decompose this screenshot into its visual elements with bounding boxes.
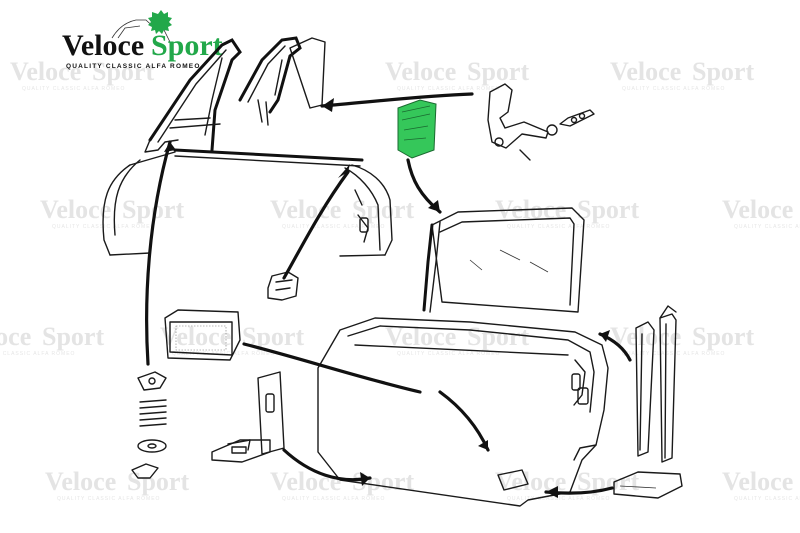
watermark: Veloce Sport QUALITY CLASSIC ALFA ROMEO (610, 322, 754, 357)
watermark: Veloce Sport QUALITY CLASSIC ALFA ROMEO (385, 322, 529, 357)
svg-text:QUALITY CLASSIC ALFA ROMEO: QUALITY CLASSIC ALFA ROMEO (734, 496, 800, 502)
arrow-striker-to-door (282, 448, 372, 482)
arrow-spring-to-vent (145, 140, 172, 366)
svg-text:Veloce: Veloce (10, 57, 81, 86)
arrow-armrest-to-door (242, 342, 422, 394)
door-check-strap (267, 271, 299, 301)
vent-window-frame (144, 36, 326, 153)
svg-text:Sport: Sport (42, 322, 104, 351)
svg-text:QUALITY CLASSIC ALFA ROMEO: QUALITY CLASSIC ALFA ROMEO (282, 224, 385, 230)
svg-text:QUALITY CLASSIC ALFA ROMEO: QUALITY CLASSIC ALFA ROMEO (22, 86, 125, 92)
svg-text:QUALITY CLASSIC ALFA ROMEO: QUALITY CLASSIC ALFA ROMEO (734, 224, 800, 230)
weatherstrip (635, 305, 677, 463)
svg-text:Sport: Sport (92, 57, 154, 86)
gear-emblem-icon (148, 10, 172, 34)
scuff-plate (613, 471, 683, 499)
striker-bracket (211, 371, 285, 463)
svg-text:QUALITY CLASSIC ALFA ROMEO: QUALITY CLASSIC ALFA ROMEO (622, 351, 725, 357)
svg-text:QUALITY CLASSIC ALFA ROMEO: QUALITY CLASSIC ALFA ROMEO (397, 351, 500, 357)
watermarks: Veloce Sport QUALITY CLASSIC ALFA ROMEO … (0, 57, 800, 502)
svg-text:Veloce: Veloce (0, 322, 31, 351)
hinge-spring-stack (131, 371, 167, 479)
watermark: Veloce Sport QUALITY CLASSIC ALFA ROMEO (610, 57, 754, 92)
svg-text:Veloce: Veloce (610, 57, 681, 86)
svg-text:QUALITY CLASSIC ALFA ROMEO: QUALITY CLASSIC ALFA ROMEO (507, 496, 610, 502)
watermark: Veloce Sport QUALITY CLASSIC ALFA ROMEO (495, 467, 639, 502)
watermark: Veloce Sport QUALITY CLASSIC ALFA ROMEO (385, 57, 529, 92)
window-run-channel (422, 221, 441, 313)
lower-door-shell (317, 317, 609, 507)
svg-text:QUALITY CLASSIC ALFA ROMEO: QUALITY CLASSIC ALFA ROMEO (397, 86, 500, 92)
arrow-strap-to-shell (282, 170, 350, 280)
arrow-heads (164, 98, 610, 498)
svg-text:Sport: Sport (467, 57, 529, 86)
svg-text:Veloce: Veloce (40, 195, 111, 224)
watermark: Veloce Sport QUALITY CLASSIC ALFA ROMEO (722, 467, 800, 502)
svg-text:Sport: Sport (127, 467, 189, 496)
watermark: Veloce Sport QUALITY CLASSIC ALFA ROMEO (45, 467, 189, 502)
logo-word-left: Veloce (62, 29, 144, 62)
watermark: Veloce Sport QUALITY CLASSIC ALFA ROMEO (495, 195, 639, 230)
watermark: Veloce Sport QUALITY CLASSIC ALFA ROMEO (10, 57, 154, 92)
brand-logo: Veloce Sport QUALITY CLASSIC ALFA ROMEO (62, 10, 223, 70)
svg-text:Veloce: Veloce (385, 57, 456, 86)
watermark: Veloce Sport QUALITY CLASSIC ALFA ROMEO (270, 467, 414, 502)
watermark: Veloce Sport QUALITY CLASSIC ALFA ROMEO (40, 195, 184, 230)
svg-text:Sport: Sport (692, 322, 754, 351)
svg-text:Veloce: Veloce (722, 195, 793, 224)
watermark: Veloce Sport QUALITY CLASSIC ALFA ROMEO (270, 195, 414, 230)
svg-text:QUALITY CLASSIC ALFA ROMEO: QUALITY CLASSIC ALFA ROMEO (282, 496, 385, 502)
svg-text:QUALITY CLASSIC ALFA ROMEO: QUALITY CLASSIC ALFA ROMEO (0, 351, 75, 357)
logo-tagline: QUALITY CLASSIC ALFA ROMEO (66, 63, 201, 70)
svg-text:Veloce: Veloce (270, 467, 341, 496)
watermark: Veloce Sport QUALITY CLASSIC ALFA ROMEO (722, 195, 800, 230)
svg-text:Sport: Sport (352, 195, 414, 224)
arrow-armrest-to-lower-door (438, 390, 490, 452)
arrow-latch-to-vent (320, 92, 474, 108)
arm-rest-block (164, 309, 241, 361)
svg-text:Veloce: Veloce (610, 322, 681, 351)
svg-text:QUALITY CLASSIC ALFA ROMEO: QUALITY CLASSIC ALFA ROMEO (507, 224, 610, 230)
svg-text:QUALITY CLASSIC ALFA ROMEO: QUALITY CLASSIC ALFA ROMEO (622, 86, 725, 92)
svg-text:QUALITY CLASSIC ALFA ROMEO: QUALITY CLASSIC ALFA ROMEO (57, 496, 160, 502)
window-glass (431, 207, 585, 313)
assembly-arrows (145, 92, 632, 495)
svg-text:Veloce: Veloce (45, 467, 116, 496)
svg-text:Sport: Sport (577, 195, 639, 224)
window-regulator-bracket[interactable] (397, 99, 437, 159)
svg-text:Sport: Sport (692, 57, 754, 86)
watermark: Veloce Sport QUALITY CLASSIC ALFA ROMEO (0, 322, 104, 357)
door-latch-linkage (487, 83, 595, 161)
svg-text:Veloce: Veloce (722, 467, 793, 496)
svg-text:Veloce: Veloce (160, 322, 231, 351)
